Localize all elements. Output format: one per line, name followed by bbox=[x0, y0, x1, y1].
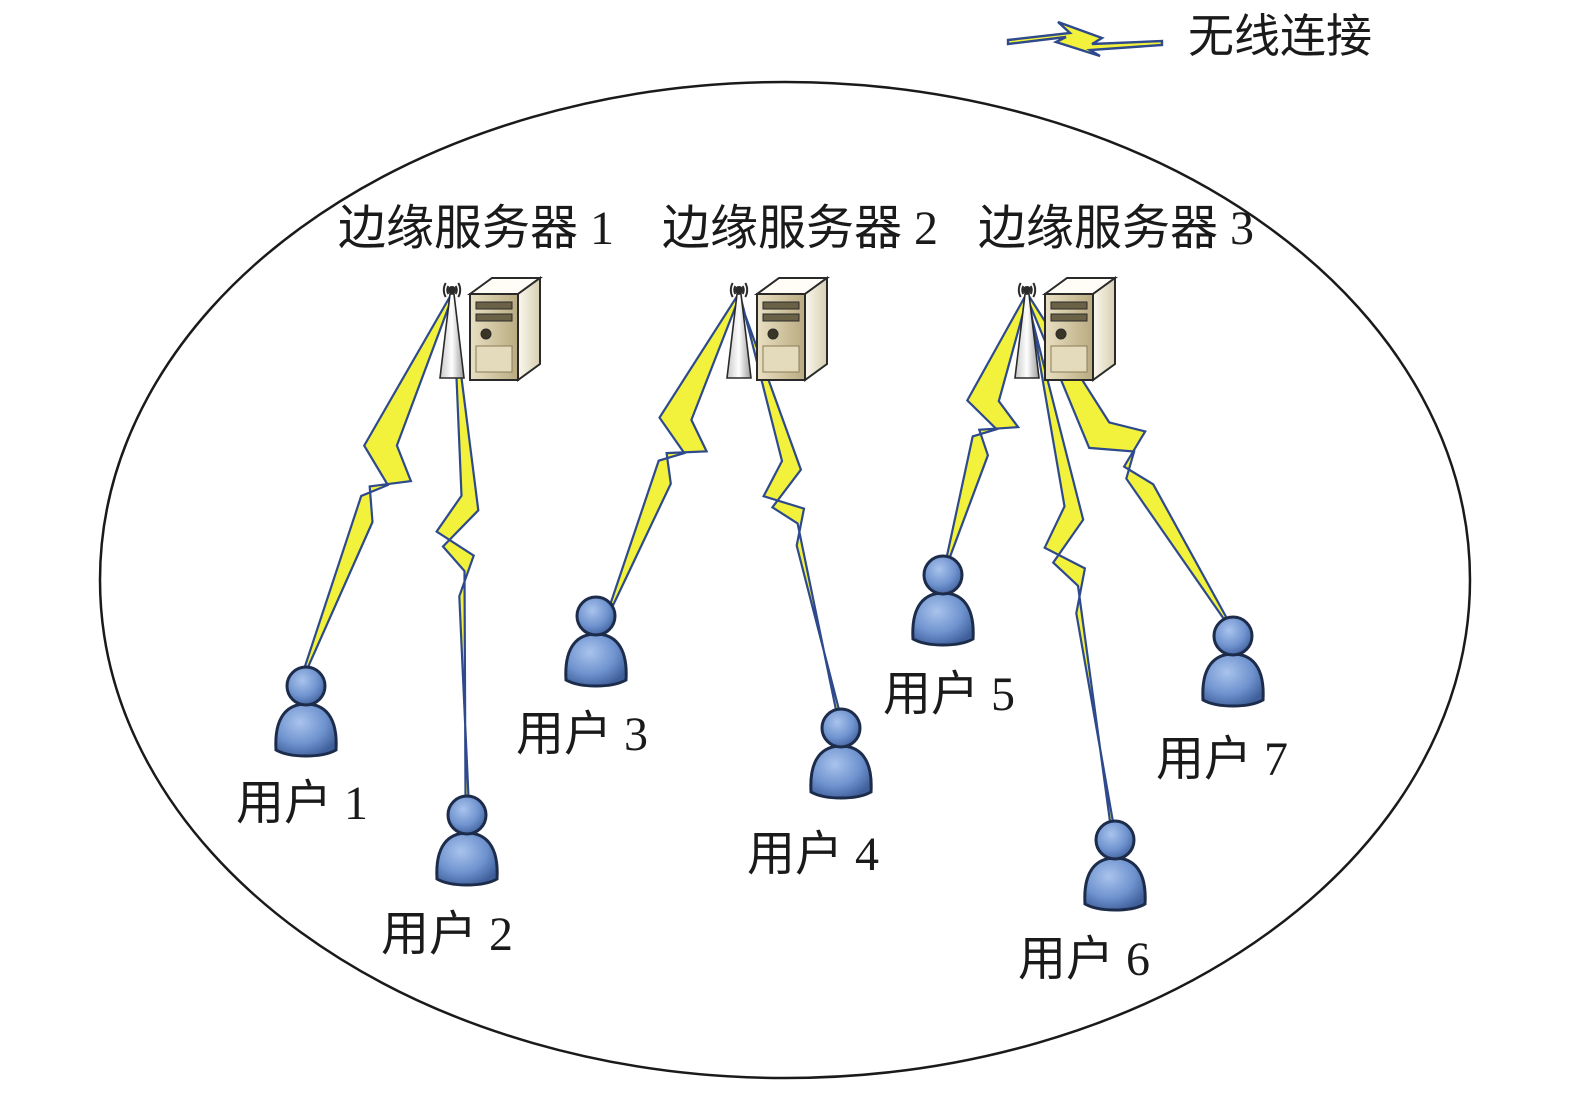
server-tower-icon bbox=[753, 276, 831, 382]
antenna-icon bbox=[439, 282, 465, 379]
server-label: 边缘服务器 3 bbox=[978, 202, 1254, 255]
server-label: 边缘服务器 1 bbox=[338, 202, 614, 255]
server-tower-icon bbox=[1041, 276, 1119, 382]
user-label: 用户 4 bbox=[747, 828, 879, 881]
user-person-icon bbox=[564, 595, 628, 688]
antenna-icon bbox=[1014, 282, 1040, 379]
user-label: 用户 2 bbox=[381, 908, 513, 961]
user-person-icon bbox=[435, 794, 499, 887]
wireless-link-bolt bbox=[945, 293, 1030, 560]
wireless-link-bolt bbox=[303, 293, 455, 670]
user-person-icon bbox=[1083, 819, 1147, 912]
user-person-icon bbox=[274, 665, 338, 758]
antenna-icon bbox=[726, 282, 752, 379]
edge-server-3[interactable]: 边缘服务器 3 bbox=[978, 202, 1254, 382]
user-person-icon bbox=[911, 554, 975, 647]
edge-server-2[interactable]: 边缘服务器 2 bbox=[662, 202, 938, 382]
user-6[interactable]: 用户 6 bbox=[1018, 819, 1150, 986]
user-label: 用户 6 bbox=[1018, 933, 1150, 986]
user-5[interactable]: 用户 5 bbox=[883, 554, 1015, 721]
wireless-link-bolt bbox=[609, 293, 742, 607]
user-2[interactable]: 用户 2 bbox=[381, 794, 513, 961]
legend: 无线连接 bbox=[1006, 9, 1372, 63]
user-1[interactable]: 用户 1 bbox=[236, 665, 368, 830]
user-label: 用户 7 bbox=[1156, 733, 1288, 786]
user-label: 用户 3 bbox=[516, 708, 648, 761]
user-label: 用户 5 bbox=[883, 668, 1015, 721]
edge-server-1[interactable]: 边缘服务器 1 bbox=[338, 202, 614, 382]
wireless-connection-legend-icon bbox=[1006, 20, 1164, 58]
user-person-icon bbox=[809, 707, 873, 800]
server-tower-icon bbox=[466, 276, 544, 382]
network-boundary-ellipse bbox=[98, 80, 1472, 1080]
user-person-icon bbox=[1201, 615, 1265, 708]
user-label: 用户 1 bbox=[236, 777, 368, 830]
server-label: 边缘服务器 2 bbox=[662, 202, 938, 255]
user-3[interactable]: 用户 3 bbox=[516, 595, 648, 761]
legend-label: 无线连接 bbox=[1188, 9, 1372, 63]
user-7[interactable]: 用户 7 bbox=[1156, 615, 1288, 786]
user-4[interactable]: 用户 4 bbox=[747, 707, 879, 881]
